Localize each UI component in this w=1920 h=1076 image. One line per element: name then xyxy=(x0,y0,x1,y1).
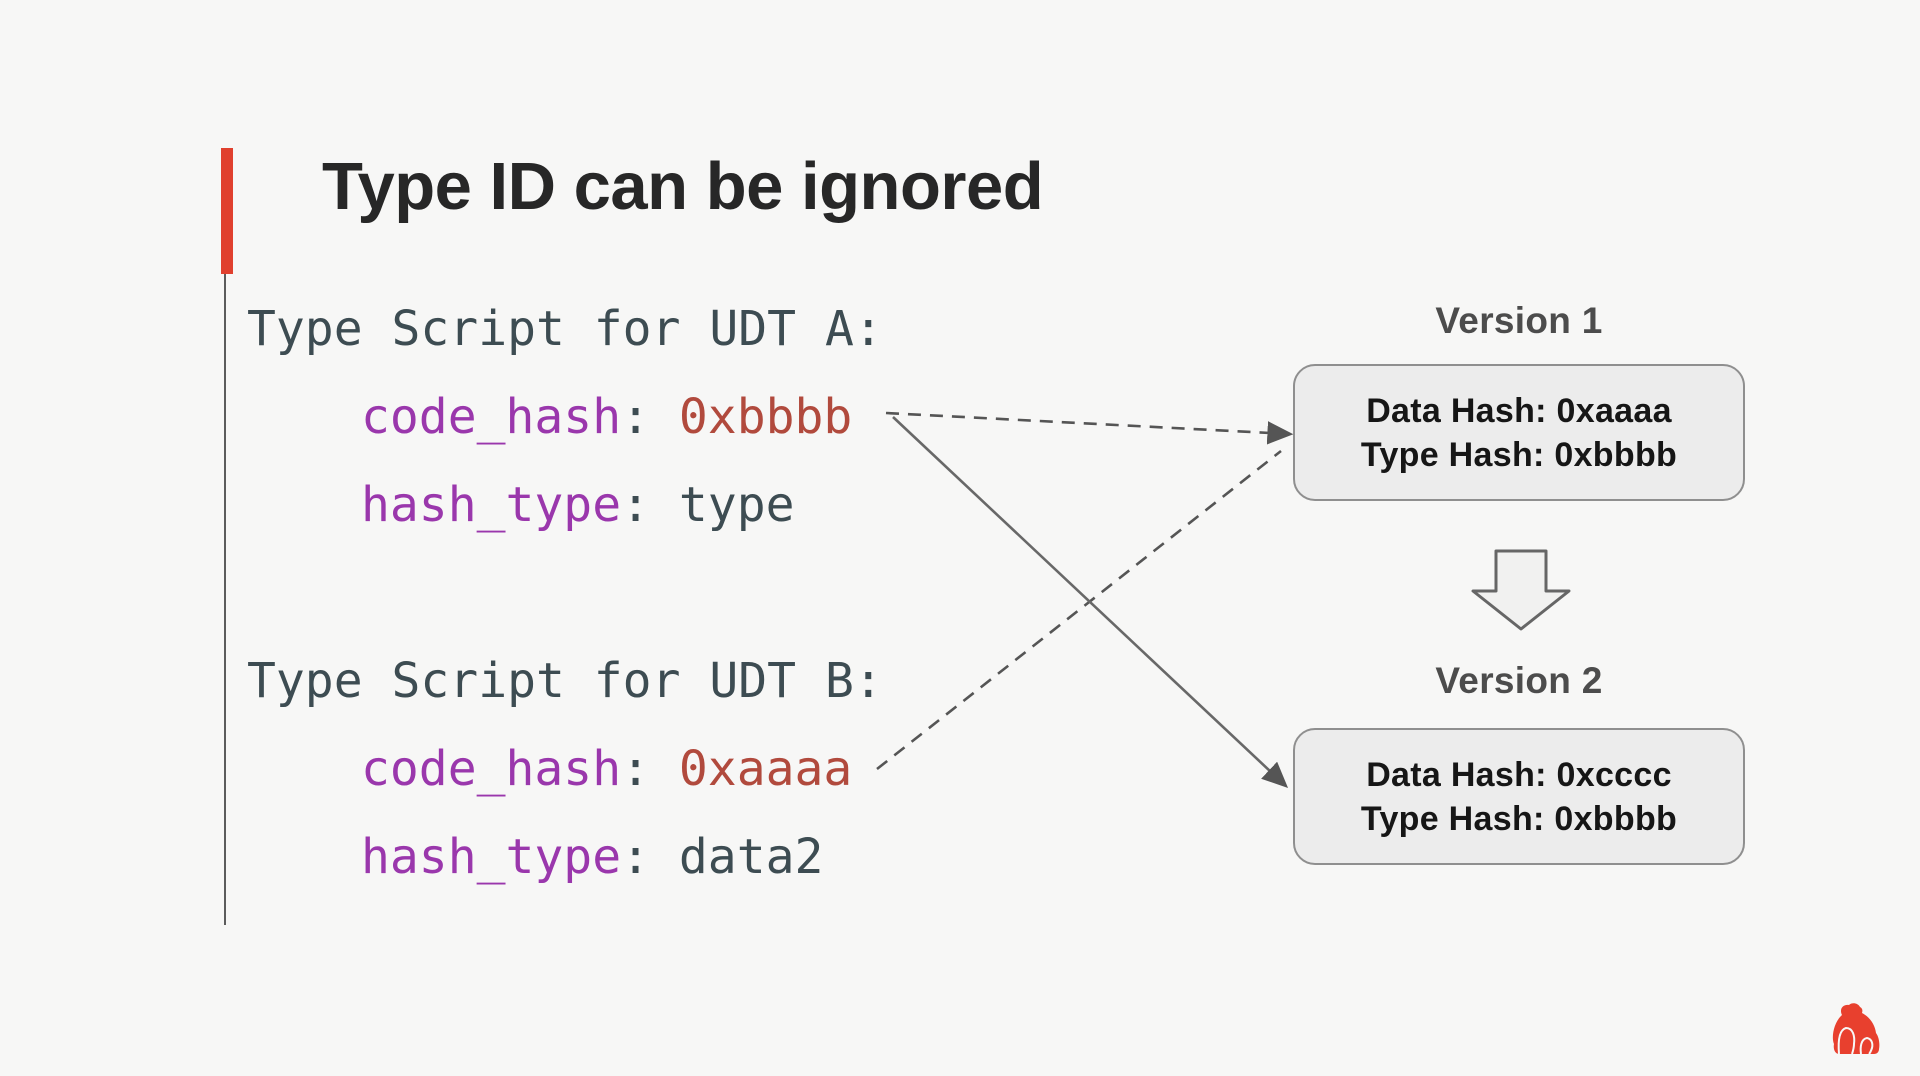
code-value: type xyxy=(678,477,795,533)
code-block-udt-a: Type Script for UDT A: code_hash: 0xbbbb… xyxy=(247,285,883,549)
arrow-udt-b-to-v1-dashed xyxy=(876,449,1282,771)
code-block-udt-b: Type Script for UDT B: code_hash: 0xaaaa… xyxy=(247,637,883,901)
arrow-udt-a-to-v1-dashed xyxy=(885,411,1294,445)
code-line-code-hash: code_hash: 0xbbbb xyxy=(247,373,883,461)
code-value: data2 xyxy=(678,829,824,885)
slide-title: Type ID can be ignored xyxy=(322,149,1044,224)
down-arrow-icon xyxy=(1471,549,1571,631)
data-hash-line: Data Hash: 0xcccc xyxy=(1366,755,1672,794)
code-value: 0xbbbb xyxy=(678,389,853,445)
code-value: 0xaaaa xyxy=(678,741,853,797)
code-heading: Type Script for UDT B: xyxy=(247,653,883,709)
code-line-code-hash: code_hash: 0xaaaa xyxy=(247,725,883,813)
code-separator: : xyxy=(621,389,679,445)
accent-bar xyxy=(221,148,233,274)
arrow-udt-a-to-v2-solid xyxy=(892,416,1289,789)
code-key: hash_type xyxy=(361,477,622,533)
type-hash-line: Type Hash: 0xbbbb xyxy=(1360,435,1678,474)
code-separator: : xyxy=(621,477,679,533)
code-key: code_hash xyxy=(361,389,622,445)
type-hash-line: Type Hash: 0xbbbb xyxy=(1360,799,1678,838)
data-hash-line: Data Hash: 0xaaaa xyxy=(1366,391,1672,430)
code-line-hash-type: hash_type: type xyxy=(247,461,883,549)
code-line-hash-type: hash_type: data2 xyxy=(247,813,883,901)
vertical-guide-line xyxy=(224,274,226,925)
version-2-hash-box: Data Hash: 0xcccc Type Hash: 0xbbbb xyxy=(1293,728,1745,865)
version-2-label: Version 2 xyxy=(1435,660,1603,701)
version-1-label: Version 1 xyxy=(1435,300,1603,341)
code-separator: : xyxy=(621,741,679,797)
code-heading: Type Script for UDT A: xyxy=(247,301,883,357)
code-key: hash_type xyxy=(361,829,622,885)
version-1-hash-box: Data Hash: 0xaaaa Type Hash: 0xbbbb xyxy=(1293,364,1745,501)
code-separator: : xyxy=(621,829,679,885)
brand-logo-icon xyxy=(1832,1003,1880,1055)
code-key: code_hash xyxy=(361,741,622,797)
